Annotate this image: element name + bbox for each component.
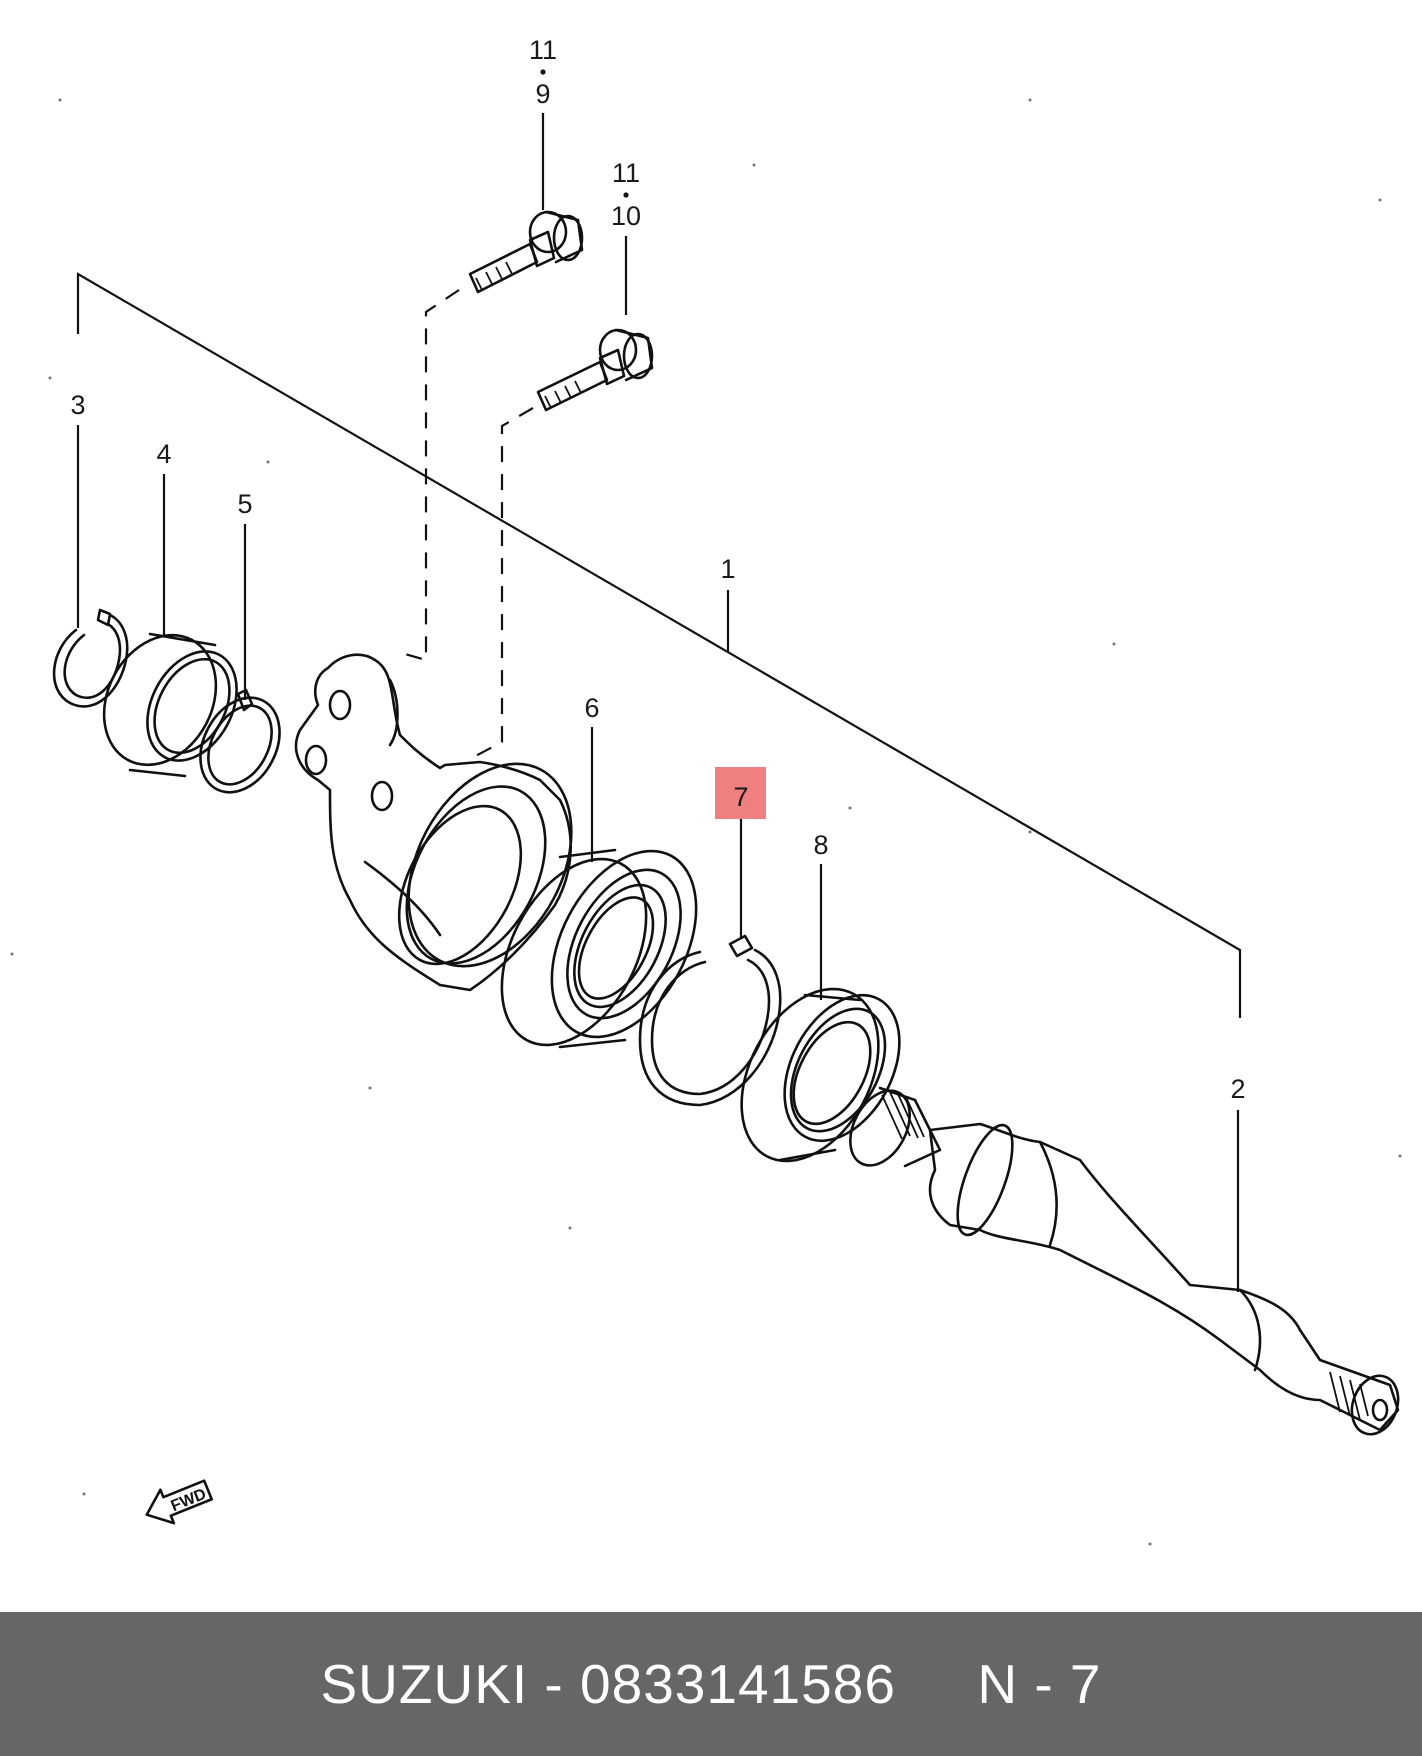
callout-8: 8 (813, 830, 828, 860)
snap-ring-3 (52, 608, 129, 708)
snap-ring-7 (638, 934, 782, 1107)
circlip-5 (199, 688, 281, 794)
shaft-2 (849, 1086, 1400, 1436)
callout-7: 7 (733, 782, 748, 812)
callout-3: 3 (70, 390, 85, 420)
fwd-arrow-icon: FWD (145, 1479, 213, 1525)
fwd-label: FWD (169, 1486, 209, 1515)
parts-diagram: 11 9 11 10 3 4 5 1 6 7 8 2 (10, 35, 1402, 1546)
seal-4 (102, 632, 238, 778)
callout-6: 6 (584, 693, 599, 723)
bolt-guide-lines (397, 289, 534, 761)
footer-bar: SUZUKI - 0833141586 N - 7 (0, 1612, 1422, 1756)
callout-5: 5 (237, 489, 252, 519)
bearing-6 (500, 848, 698, 1049)
bolt-9 (468, 210, 584, 294)
callout-11-top: 11 (529, 35, 557, 65)
callout-2: 2 (1230, 1074, 1245, 1104)
callout-9: 9 (535, 79, 550, 109)
callout-10: 10 (611, 201, 641, 231)
footer-part-label: SUZUKI - 0833141586 N - 7 (320, 1653, 1102, 1715)
leader-lines (76, 113, 1242, 1292)
bolt-10 (536, 328, 654, 412)
scan-dots (10, 98, 1402, 1546)
seal-8 (740, 987, 901, 1163)
callout-4: 4 (156, 439, 171, 469)
bearing-housing (294, 653, 573, 992)
callout-11-second: 11 (612, 158, 640, 188)
callout-1: 1 (720, 554, 735, 584)
highlight-box (715, 767, 766, 819)
